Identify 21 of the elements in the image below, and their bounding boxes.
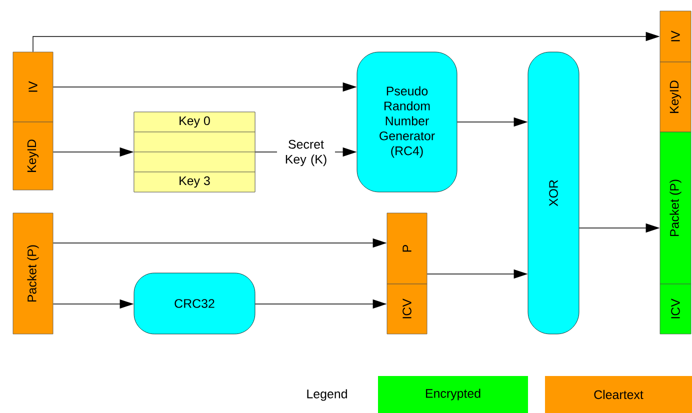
edge-label: Secret Key (K): [277, 138, 335, 168]
packet-field: KeyID: [660, 62, 692, 132]
key-row: Key 0: [134, 112, 256, 132]
legend-item: Cleartext: [545, 376, 692, 413]
empty-key-row: [134, 132, 256, 152]
packet-field: ICV: [386, 284, 428, 334]
packet-field: IV: [660, 10, 692, 62]
process-box: Pseudo Random Number Generator (RC4): [356, 52, 458, 192]
node-label: IV: [671, 30, 680, 42]
process-box: CRC32: [134, 272, 256, 334]
packet-field: Packet (P): [12, 212, 54, 334]
legend-item: Encrypted: [378, 376, 528, 413]
empty-key-row: [134, 152, 256, 172]
packet-field: ICV: [660, 284, 692, 334]
legend-heading: Legend: [307, 389, 347, 401]
packet-field: P: [386, 212, 428, 284]
node-label: Packet (P): [670, 180, 682, 236]
packet-field: KeyID: [12, 122, 54, 190]
key-row: Key 3: [134, 172, 256, 192]
packet-field: IV: [12, 52, 54, 122]
process-box: XOR: [528, 52, 580, 334]
